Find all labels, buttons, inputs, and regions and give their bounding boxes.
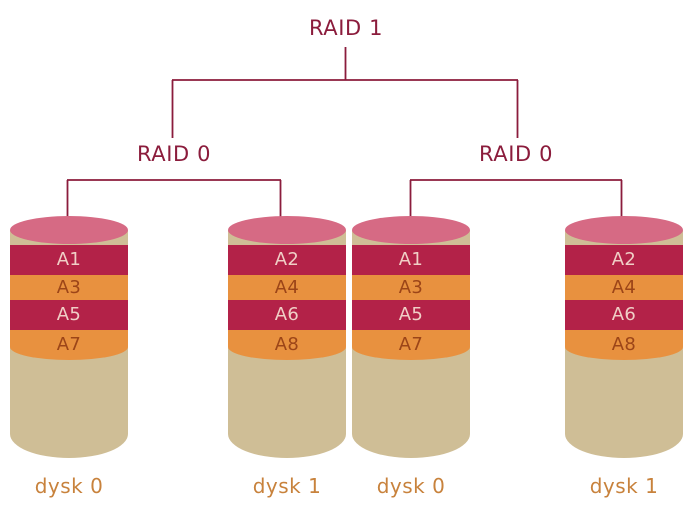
disk-caption: dysk 1 — [252, 474, 322, 498]
data-block: A8 — [565, 330, 683, 360]
disk-caption: dysk 1 — [589, 474, 659, 498]
data-block: A2 — [228, 245, 346, 275]
data-block: A3 — [10, 275, 128, 300]
data-block: A7 — [352, 330, 470, 360]
data-block: A1 — [352, 245, 470, 275]
disk-top-cap — [10, 216, 128, 244]
data-block: A5 — [10, 300, 128, 330]
raid1-node-label: RAID 1 — [308, 16, 384, 40]
data-block: A7 — [10, 330, 128, 360]
data-block: A6 — [228, 300, 346, 330]
disk-caption: dysk 0 — [34, 474, 104, 498]
disk-top-cap — [352, 216, 470, 244]
disk-top-cap — [565, 216, 683, 244]
data-block: A5 — [352, 300, 470, 330]
data-block: A6 — [565, 300, 683, 330]
data-block: A4 — [565, 275, 683, 300]
data-block: A3 — [352, 275, 470, 300]
disk-caption: dysk 0 — [376, 474, 446, 498]
data-block: A1 — [10, 245, 128, 275]
disk-top-cap — [228, 216, 346, 244]
data-block: A8 — [228, 330, 346, 360]
data-block: A4 — [228, 275, 346, 300]
data-block: A2 — [565, 245, 683, 275]
raid0-right-node-label: RAID 0 — [478, 142, 554, 166]
raid0-left-node-label: RAID 0 — [136, 142, 212, 166]
